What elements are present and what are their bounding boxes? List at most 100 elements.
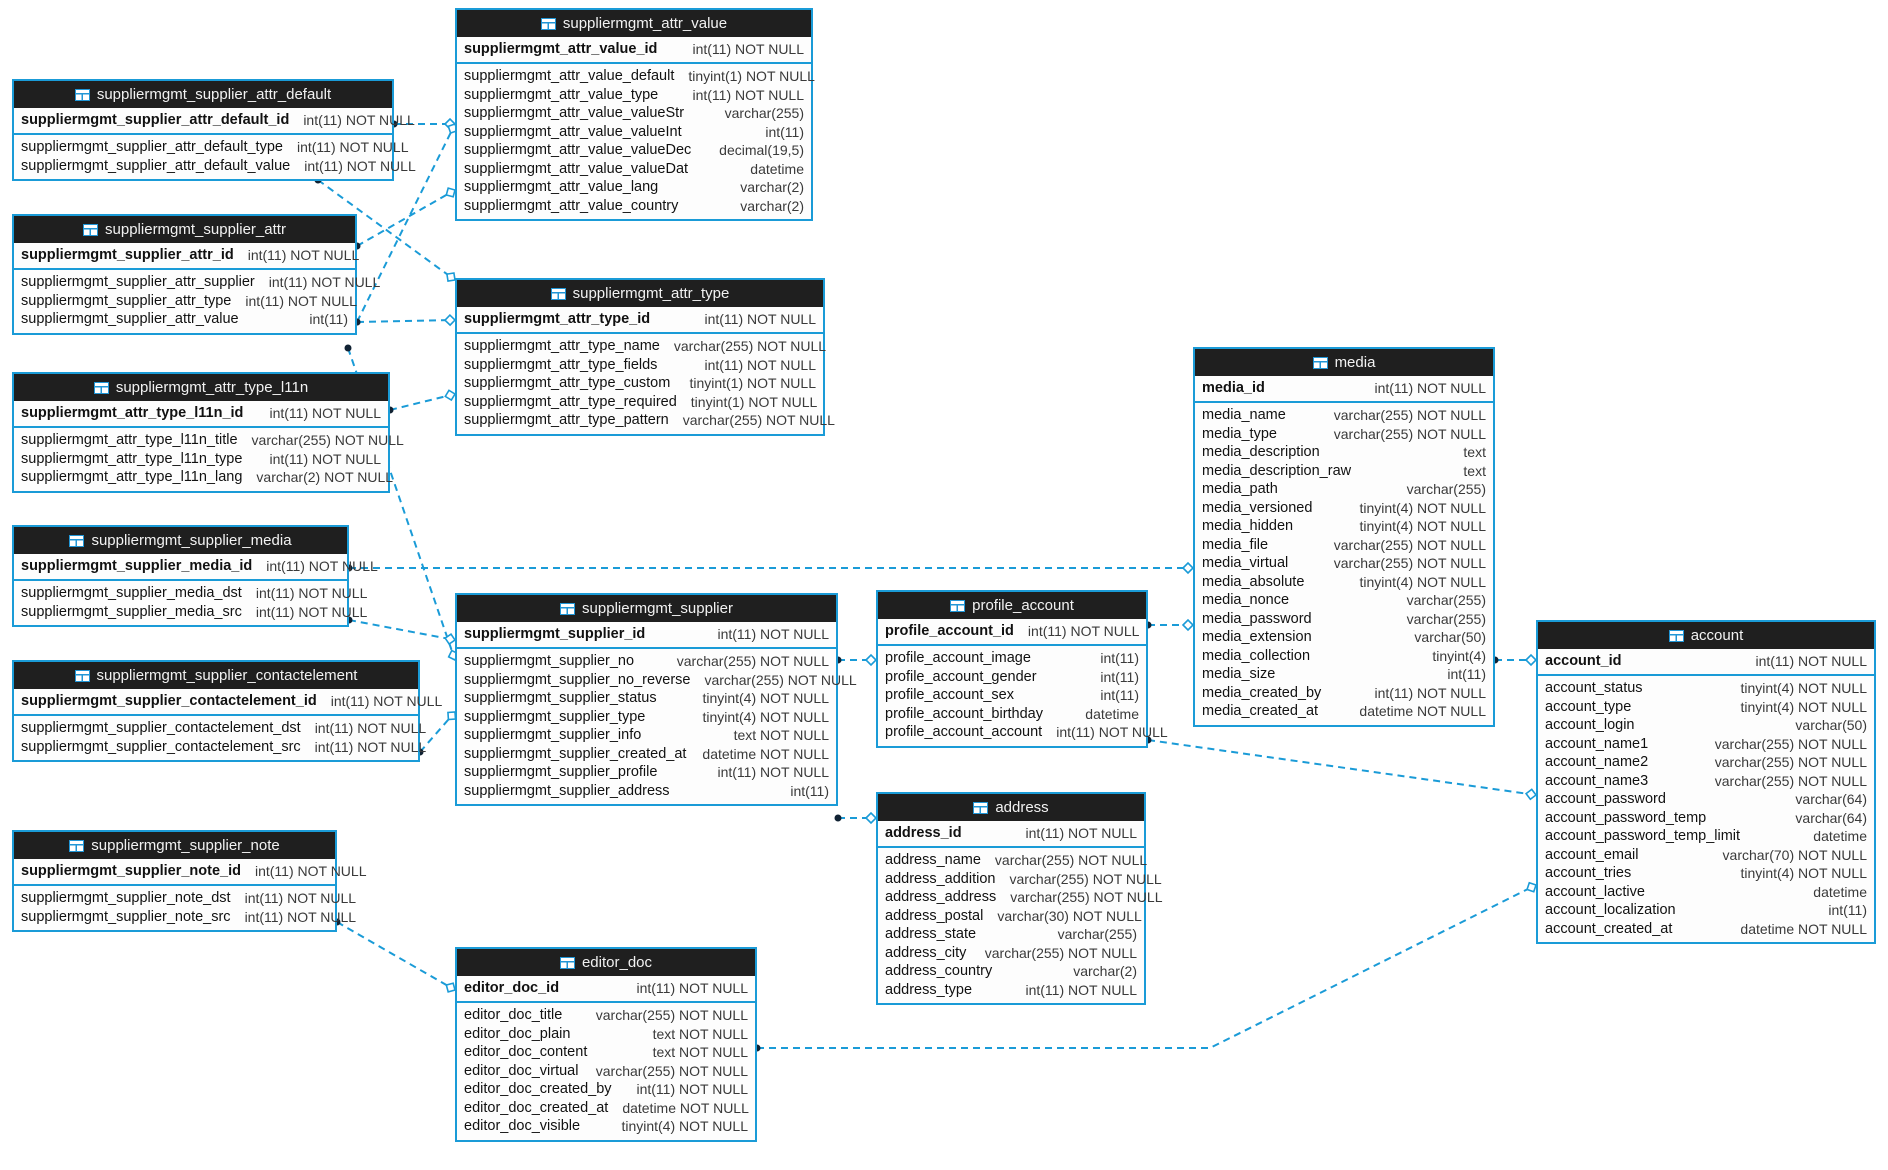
- column-row[interactable]: suppliermgmt_supplier_contactelement_src…: [21, 738, 426, 757]
- column-row[interactable]: suppliermgmt_supplier_attr_default_value…: [21, 157, 416, 176]
- column-row[interactable]: suppliermgmt_supplier_contactelement_dst…: [21, 719, 426, 738]
